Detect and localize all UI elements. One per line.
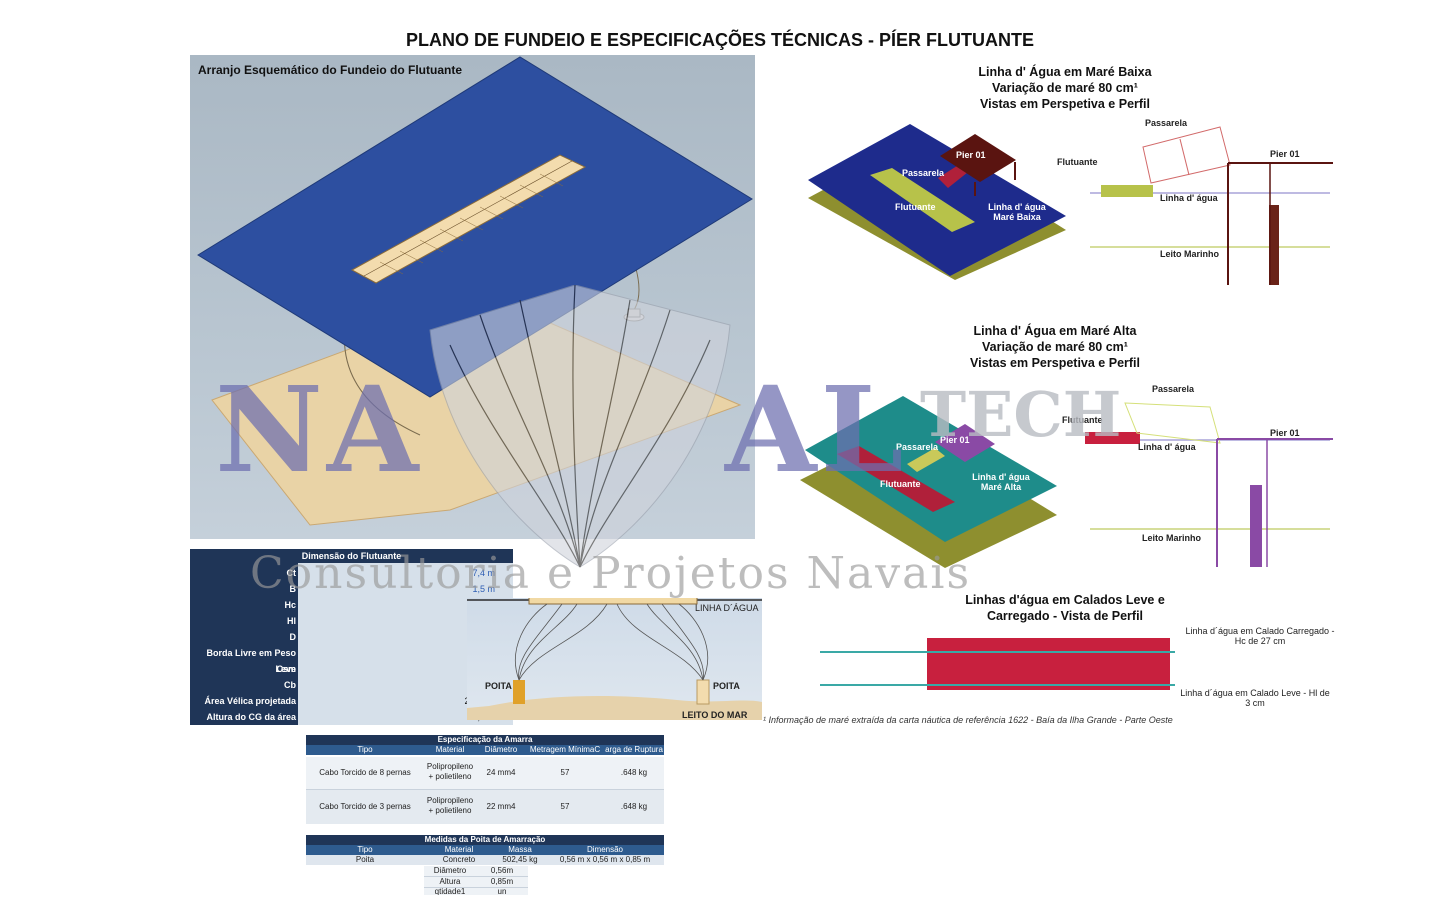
mooring-section: LINHA D´ÁGUA POITA POITA LEITO DO MAR [467,595,762,720]
float-block [837,446,955,512]
table-row: Altura 0,85m [424,877,528,888]
calados-line2: Carregado - Vista de Perfil [986,609,1144,623]
pier-pile [1269,205,1279,285]
gangway [907,448,945,472]
dimension-title: Dimensão do Flutuante [190,549,513,563]
watermark-na: NA [215,360,423,499]
mooring-lines [514,603,709,681]
label-passarela: Passarela [1152,384,1195,394]
table-row: D0,38 m [289,632,496,642]
label-poita-right: POITA [713,681,740,691]
mare-baixa-profile [1090,126,1333,285]
label-passarela: Passarela [1145,118,1188,128]
table-row: qtidade1 un [424,888,528,895]
label-pier: Pier 01 [1270,149,1300,159]
label-passarela: Passarela [902,168,945,178]
poita-header-row: Tipo Material Massa Dimensão [306,845,664,855]
watermark-hull-logo [429,285,731,568]
label-leito: Leito Marinho [1142,533,1201,543]
float-hull [927,638,1170,690]
table-row: Altura do CG da área exposta)0,2 m [206,712,495,738]
label-pier: Pier 01 [956,150,986,160]
label-leito: Leito Marinho [1160,249,1219,259]
label-flutuante: Flutuante [880,479,921,489]
float-pier [350,154,587,284]
float-ribs [379,173,564,275]
mare-alta-profile [1085,402,1333,567]
mare-alta-heading: Linha d' Água em Maré Alta Variação de m… [925,323,1185,371]
water-plane [805,396,1057,542]
table-row: Cb1,00 [284,680,495,690]
label-calado-carregado: Linha d´água em Calado Carregado - Hc de… [1185,626,1335,646]
poita-right [696,679,710,705]
label-calado-leve: Linha d´água em Calado Leve - Hl de 3 cm [1180,688,1330,708]
float-block [1101,185,1153,197]
label-linha-agua: Linha d' água [1138,442,1196,452]
pier-pile [1250,485,1262,567]
mooring-section-drawing [467,595,762,720]
table-row: Área Vélica projetada2,61 m² [204,696,495,706]
mare-alta-perspective [800,396,1057,568]
amarra-header-row: Tipo Material Diâmetro Metragem MínimaC … [306,745,664,755]
footnote: ¹ Informação de maré extraída da carta n… [763,715,1173,725]
calados-heading: Linhas d'água em Calados Leve e Carregad… [930,592,1200,624]
label-passarela: Passarela [896,442,939,452]
pier-deck [940,134,1016,182]
mare-baixa-heading: Linha d' Água em Maré Baixa Variação de … [935,64,1195,112]
table-row: Hc0,27 m [284,600,495,610]
poita-title: Medidas da Poita de Amarração [306,835,664,845]
table-row: Borda Livre em Peso Leve0,36 m [206,648,495,674]
float-block [870,168,975,232]
table-row: Cabo Torcido de 8 pernas Polipropileno +… [306,757,664,790]
label-linha-agua: LINHA D´ÁGUA [695,603,759,613]
poita-left [513,680,525,704]
gangway [1124,402,1221,444]
table-row: Csm1,00 [276,664,495,674]
label-linha-agua: Linha d' água Maré Baixa [988,202,1046,222]
watermark-subtitle: Consultoria e Projetos Navais [250,548,972,599]
page-title: PLANO DE FUNDEIO E ESPECIFICAÇÕES TÉCNIC… [405,30,1035,50]
label-flutuante: Flutuante [1057,157,1098,167]
table-row: Poita Concreto 502,45 kg 0,56 m x 0,56 m… [306,855,664,865]
table-row: Cabo Torcido de 3 pernas Polipropileno +… [306,790,664,824]
label-pier: Pier 01 [940,435,970,445]
label-flutuante: Flutuante [1062,415,1103,425]
mare-baixa-perspective [808,124,1066,280]
seabed [467,696,762,720]
arranjo-title: Arranjo Esquemático do Fundeio do Flutua… [198,63,463,77]
dimension-table: Dimensão do Flutuante Ct7,4 m B1,5 m Hc0… [190,549,513,738]
label-poita-left: POITA [485,681,512,691]
label-leito: LEITO DO MAR [682,710,748,720]
float-block [1085,432,1140,444]
label-pier: Pier 01 [1270,428,1300,438]
amarra-table: Especificação da Amarra Tipo Material Di… [306,735,664,825]
watermark-tech: TECH [920,378,1122,451]
mare-baixa-line3: Vistas em Perspetiva e Perfil [979,97,1150,111]
table-row: Diâmetro 0,56m [424,866,528,877]
pier-deck [935,424,995,462]
mare-alta-line2: Variação de maré 80 cm¹ [982,340,1128,354]
poita-table: Medidas da Poita de Amarração Tipo Mater… [306,835,664,895]
gangway [1142,126,1231,184]
amarra-title: Especificação da Amarra [306,735,664,745]
gangway [938,164,968,188]
mare-alta-line1: Linha d' Água em Maré Alta [973,324,1137,338]
label-linha-agua: Linha d' água Maré Alta [972,472,1030,492]
mare-baixa-line2: Variação de maré 80 cm¹ [992,81,1138,95]
mare-alta-line3: Vistas em Perspetiva e Perfil [969,356,1140,370]
label-linha-agua: Linha d' água [1160,193,1218,203]
watermark-al: AL [725,360,908,499]
table-row: Hl0,03 m [287,616,495,626]
calados-profile [820,638,1175,690]
mare-baixa-line1: Linha d' Água em Maré Baixa [978,65,1152,79]
label-flutuante: Flutuante [895,202,936,212]
calados-line1: Linhas d'água em Calados Leve e [965,593,1165,607]
